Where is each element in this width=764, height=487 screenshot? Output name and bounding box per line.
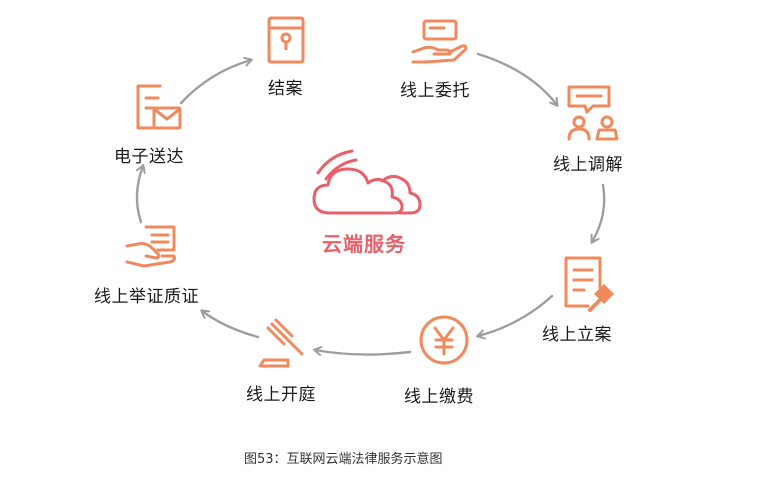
step-label-online-trial: 线上开庭 — [246, 385, 316, 405]
step-label-online-entrust: 线上委托 — [400, 81, 470, 101]
arrow-trial-to-evidence — [200, 309, 260, 339]
arrow-filing-to-payment — [476, 294, 554, 340]
step-label-online-payment: 线上缴费 — [404, 387, 474, 407]
step-label-online-evidence: 线上举证质证 — [94, 287, 199, 307]
document-bag-icon — [267, 16, 305, 64]
mail-document-icon — [136, 84, 182, 130]
hand-document-icon — [125, 225, 176, 268]
arrow-evidence-to-delivery — [135, 164, 146, 224]
yen-coin-icon — [419, 315, 469, 365]
cloud-icon — [312, 149, 422, 215]
arrow-payment-to-trial — [313, 346, 412, 356]
step-label-online-filing: 线上立案 — [542, 325, 612, 345]
mediation-people-icon — [567, 85, 619, 141]
step-label-case-closed: 结案 — [268, 79, 303, 99]
figure-caption: 图53：互联网云端法律服务示意图 — [244, 452, 443, 467]
step-label-electronic-delivery: 电子送达 — [114, 147, 184, 167]
gavel-icon — [258, 318, 304, 368]
step-label-online-mediation: 线上调解 — [553, 155, 623, 175]
center-label: 云端服务 — [322, 232, 406, 256]
arrow-mediation-to-filing — [590, 183, 606, 244]
arrow-delivery-to-closed — [179, 56, 253, 105]
document-gavel-icon — [564, 256, 614, 312]
hand-card-icon — [411, 19, 468, 64]
arrow-entrust-to-mediation — [476, 52, 559, 107]
